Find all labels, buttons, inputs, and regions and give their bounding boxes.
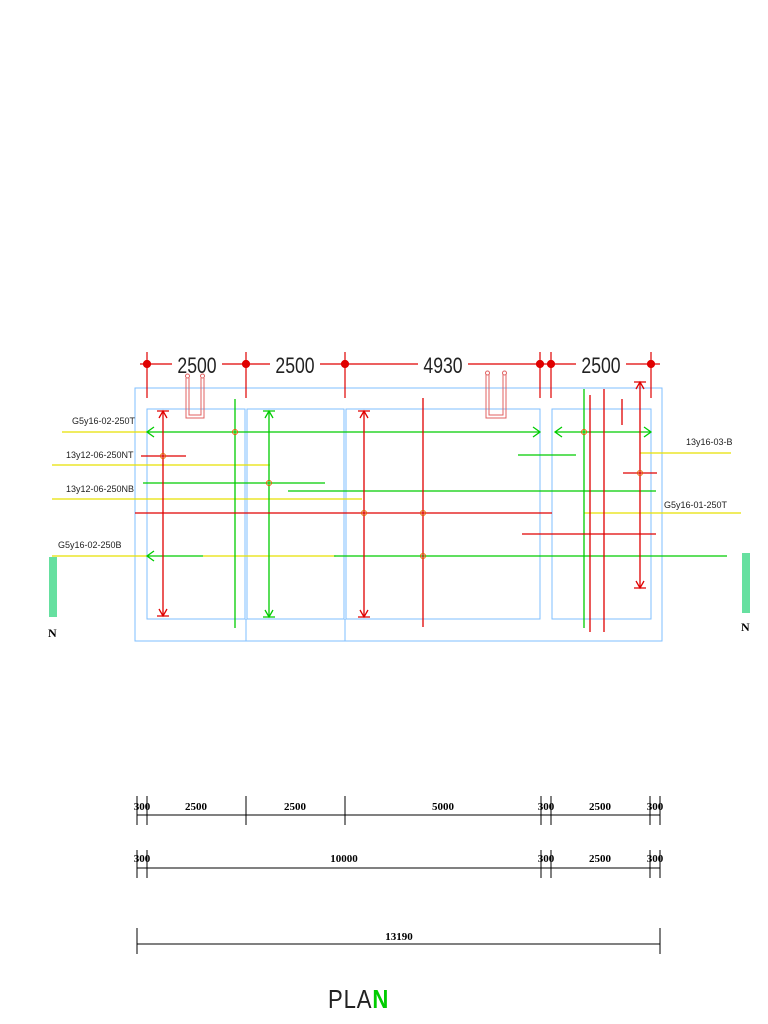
dimension-total (136, 928, 661, 954)
section-mark-left: N (48, 626, 57, 640)
top-dim-1: 2500 (177, 354, 216, 378)
top-dim-2: 2500 (275, 354, 314, 378)
top-dim-3: 4930 (423, 354, 462, 378)
bar-label-13y16-03-b: 13y16-03-B (686, 437, 733, 447)
dim-row1-300-c: 300 (647, 801, 664, 813)
dimension-row-1-labels: 300 2500 2500 5000 300 2500 300 (134, 801, 664, 813)
green-rebars (143, 389, 727, 628)
slab-outlines (134, 387, 663, 642)
dim-row1-2500-a: 2500 (185, 801, 208, 813)
bar-label-13y12-06-250nb: 13y12-06-250NB (66, 484, 134, 494)
intersection-markers (160, 429, 643, 559)
dimension-row-1 (136, 796, 661, 825)
dim-row1-5000: 5000 (432, 801, 455, 813)
bar-label-g5y16-01-250t: G5y16-01-250T (664, 500, 728, 510)
dim-row2-2500: 2500 (589, 853, 612, 865)
dimension-row-2-labels: 300 10000 300 2500 300 (134, 853, 664, 865)
label-leaders (52, 431, 741, 557)
outer-slab-outline (134, 387, 663, 642)
dim-row2-300-a: 300 (134, 853, 151, 865)
panel-2-outline (246, 408, 345, 620)
dim-row1-300-b: 300 (538, 801, 555, 813)
section-marker-right (742, 553, 750, 613)
top-dimension-chain (140, 352, 660, 398)
dim-row1-300-a: 300 (134, 801, 151, 813)
lifting-hook-left (185, 373, 205, 419)
dim-row1-2500-b: 2500 (284, 801, 307, 813)
plan-title-prefix: PLA (328, 984, 373, 1014)
bar-label-g5y16-02-250b: G5y16-02-250B (58, 540, 122, 550)
top-dim-4: 2500 (581, 354, 620, 378)
section-marker-left (49, 557, 57, 617)
top-dimension-labels: 2500 2500 4930 2500 (177, 354, 620, 378)
dim-row1-2500-c: 2500 (589, 801, 612, 813)
dim-row2-300-b: 300 (538, 853, 555, 865)
panel-3-outline (345, 408, 541, 620)
plan-title: PLAN (328, 984, 389, 1015)
dim-row2-10000: 10000 (330, 853, 358, 865)
plan-title-suffix: N (372, 984, 390, 1014)
bar-label-g5y16-02-250t: G5y16-02-250T (72, 416, 136, 426)
panel-1-outline (146, 408, 246, 620)
dimension-row-2 (136, 850, 661, 878)
dim-total-13190: 13190 (385, 931, 413, 943)
dim-row2-300-c: 300 (647, 853, 664, 865)
lifting-hook-right (485, 370, 507, 419)
red-rebars (135, 380, 657, 632)
section-mark-right: N (741, 620, 750, 634)
bar-label-13y12-06-250nt: 13y12-06-250NT (66, 450, 134, 460)
panel-4-outline (551, 408, 652, 620)
bar-labels: G5y16-02-250T 13y12-06-250NT 13y12-06-25… (58, 416, 733, 550)
